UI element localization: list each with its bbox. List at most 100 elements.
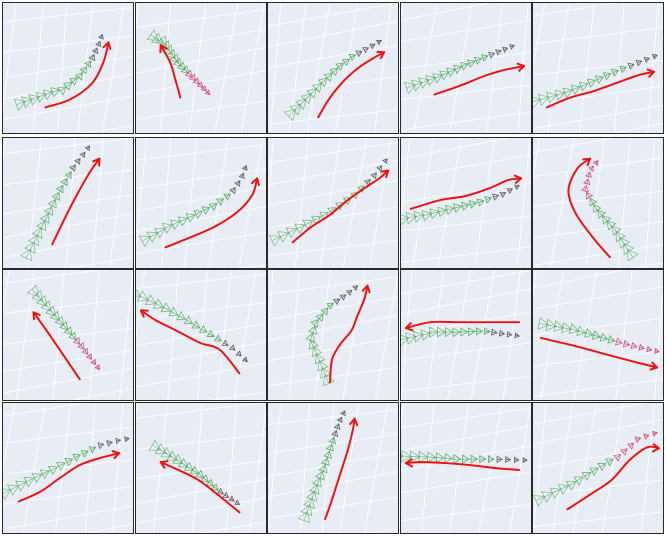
floor-grid bbox=[268, 403, 398, 533]
trajectory-canvas bbox=[401, 3, 531, 133]
camera-frustum bbox=[35, 294, 48, 307]
camera-frustum bbox=[106, 440, 113, 447]
camera-frustum bbox=[193, 210, 204, 219]
floor-grid bbox=[3, 270, 133, 400]
trajectory-arrow bbox=[567, 157, 611, 259]
camera-frustum bbox=[177, 216, 189, 227]
camera-frustum bbox=[333, 423, 341, 430]
trajectory-panel bbox=[400, 137, 532, 269]
camera-frustum bbox=[586, 78, 597, 88]
camera-frustum bbox=[401, 449, 404, 463]
camera-frustum bbox=[63, 326, 73, 336]
camera-frustum bbox=[382, 158, 388, 164]
camera-frustum bbox=[195, 469, 205, 479]
camera-frustum bbox=[294, 223, 306, 235]
camera-frustum bbox=[634, 436, 642, 444]
trajectory-panel bbox=[135, 402, 267, 534]
trajectory-arrow bbox=[404, 320, 521, 330]
trajectory-arrow bbox=[329, 284, 369, 384]
camera-frustum bbox=[94, 364, 100, 371]
camera-frustum bbox=[54, 315, 65, 326]
camera-frustum bbox=[56, 461, 66, 471]
trajectory-arrow bbox=[159, 461, 241, 514]
camera-frustum bbox=[585, 191, 594, 200]
arrowhead-icon bbox=[646, 68, 656, 78]
camera-frustum bbox=[68, 331, 77, 341]
camera-frustum bbox=[562, 87, 574, 99]
camera-frustum bbox=[581, 184, 589, 193]
camera-frustum bbox=[20, 248, 32, 262]
trajectory-arrow bbox=[433, 65, 526, 96]
arrowhead-icon bbox=[513, 174, 523, 184]
trajectory-canvas bbox=[401, 270, 531, 400]
camera-frustum bbox=[72, 453, 81, 462]
camera-frustum bbox=[3, 488, 12, 501]
trajectory-panel bbox=[135, 137, 267, 269]
camera-frustum bbox=[425, 75, 437, 87]
camera-frustum bbox=[630, 341, 638, 350]
camera-frustum bbox=[323, 72, 333, 82]
camera-frustum bbox=[39, 213, 50, 224]
trajectory-panel bbox=[532, 137, 664, 269]
trajectory-panel bbox=[135, 2, 267, 134]
camera-frustum bbox=[320, 307, 329, 316]
camera-frustum bbox=[26, 284, 39, 298]
camera-frustum bbox=[611, 68, 620, 77]
trajectory-panel bbox=[2, 402, 134, 534]
camera-frustum bbox=[50, 87, 61, 98]
camera-frustum bbox=[303, 497, 315, 509]
camera-frustum bbox=[533, 95, 542, 109]
camera-frustum bbox=[484, 196, 492, 204]
camera-frustum bbox=[553, 320, 565, 333]
camera-frustum bbox=[72, 336, 81, 346]
camera-frustum bbox=[56, 86, 67, 96]
camera-frustum bbox=[189, 465, 200, 475]
camera-frustum bbox=[148, 439, 162, 451]
camera-frustum bbox=[651, 53, 658, 60]
camera-frustum bbox=[335, 62, 345, 71]
trajectory-arrow bbox=[139, 309, 241, 375]
trajectory-panel bbox=[2, 269, 134, 401]
camera-frustum bbox=[308, 339, 319, 350]
trajectory-panel bbox=[267, 2, 399, 134]
camera-frustum bbox=[31, 227, 43, 239]
camera-frustum bbox=[241, 164, 248, 171]
camera-frustum bbox=[144, 294, 157, 306]
arrowhead-icon bbox=[649, 361, 659, 371]
camera-frustum bbox=[593, 203, 602, 213]
camera-frustum bbox=[51, 191, 61, 201]
camera-frustum bbox=[235, 350, 242, 357]
arrowhead-icon bbox=[516, 62, 526, 72]
camera-frustum bbox=[169, 53, 179, 64]
camera-frustum bbox=[183, 461, 194, 471]
trajectory-canvas bbox=[3, 3, 133, 133]
camera-frustum bbox=[229, 186, 236, 195]
camera-frustum bbox=[453, 203, 463, 213]
arrowhead-icon bbox=[404, 322, 414, 332]
trajectory-arrow bbox=[404, 461, 521, 471]
camera-frustum bbox=[333, 298, 341, 306]
camera-frustum bbox=[369, 43, 376, 50]
camera-frustum bbox=[495, 49, 502, 56]
camera-frustum bbox=[601, 215, 612, 225]
camera-frustum bbox=[459, 62, 469, 71]
trajectory-canvas bbox=[533, 3, 663, 133]
camera-frustum bbox=[302, 219, 314, 230]
floor-grid bbox=[3, 3, 133, 133]
trajectory-canvas bbox=[533, 270, 663, 400]
camera-frustum bbox=[627, 442, 635, 450]
camera-frustum bbox=[578, 81, 589, 92]
camera-frustum bbox=[331, 429, 339, 438]
arrowhead-icon bbox=[32, 311, 41, 321]
camera-frustum bbox=[177, 457, 189, 468]
floor-grid bbox=[136, 403, 266, 533]
camera-frustum bbox=[211, 483, 219, 491]
camera-frustum bbox=[234, 499, 241, 505]
camera-frustum bbox=[487, 455, 495, 464]
camera-frustum bbox=[208, 203, 218, 212]
trajectory-arrow bbox=[51, 157, 101, 246]
camera-frustum bbox=[460, 327, 469, 337]
trajectory-canvas bbox=[3, 270, 133, 400]
camera-frustum bbox=[513, 456, 520, 464]
floor-grid bbox=[3, 403, 133, 533]
